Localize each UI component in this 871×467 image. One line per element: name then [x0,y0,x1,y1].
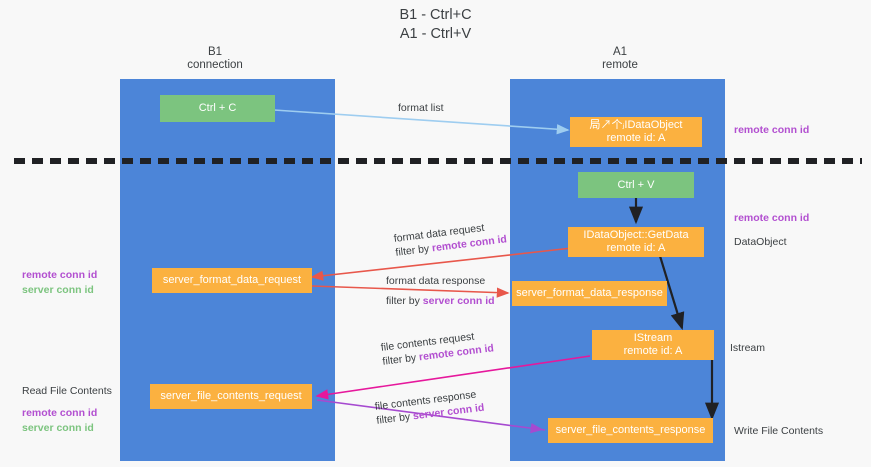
lane-header-a1: A1 remote [555,46,685,72]
side-label-left-bottom: Read File Contents remote conn id server… [22,384,112,436]
edge-label-format-list: format list [398,102,444,114]
left-mid-remote-conn-id: remote conn id [22,269,98,281]
left-bottom-server-conn-id: server conn id [22,422,94,434]
node-ctrl-c-label: Ctrl + C [198,102,237,114]
lane-header-b1-line2: connection [187,59,243,71]
node-ctrl-v-label: Ctrl + V [617,178,655,191]
node-ctrl-c[interactable]: Ctrl + C [160,95,275,122]
node-idataobject-remote-id: remote id: A [606,132,666,144]
side-label-right-top: remote conn id [734,123,809,138]
side-label-left-mid: remote conn id server conn id [22,268,97,298]
fmt-resp-key: server conn id [422,295,495,307]
node-server-format-data-request[interactable]: server_format_data_request [152,268,312,293]
edge-label-fmt-resp-line2: filter by server conn id [386,294,495,308]
page-title: B1 - Ctrl+C A1 - Ctrl+V [0,6,871,44]
node-server-file-contents-response[interactable]: server_file_contents_response [548,418,713,443]
node-server-file-contents-request[interactable]: server_file_contents_request [150,384,312,409]
edge-label-fmt-resp-line1: format data response [386,275,486,287]
lane-header-a1-line2: remote [602,59,638,71]
edge-label-format-data-request: format data request filter by remote con… [393,218,508,259]
right-write-file-contents: Write File Contents [734,425,824,437]
file-req-prefix: filter by [381,351,420,368]
left-read-file-contents: Read File Contents [22,385,112,397]
title-line-1: B1 - Ctrl+C [399,7,472,23]
edge-label-file-contents-request: file contents request filter by remote c… [380,327,495,368]
node-getdata-remote-id: remote id: A [606,242,666,254]
node-istream-remote-id: remote id: A [623,345,683,357]
side-label-right-mid: remote conn id DataObject [734,211,809,250]
node-idataobject-label: 局↗个ⱼIDataObject [589,119,683,131]
lane-header-b1-line1: B1 [207,46,223,58]
file-resp-prefix: filter by [375,410,414,427]
right-top-remote-conn-id: remote conn id [734,124,810,136]
node-istream-label: IStream [633,332,673,344]
node-idataobject[interactable]: 局↗个ⱼIDataObject remote id: A [570,117,702,147]
node-fmt-req-label: server_format_data_request [162,274,302,286]
edge-label-file-contents-response: file contents response filter by server … [374,387,485,428]
node-idataobject-getdata[interactable]: IDataObject::GetData remote id: A [568,227,704,257]
edge-label-format-data-response: format data response filter by server co… [386,274,495,308]
node-file-req-label: server_file_contents_request [160,390,302,402]
right-istream-label: Istream [730,342,766,354]
left-bottom-remote-conn-id: remote conn id [22,407,98,419]
node-server-format-data-response[interactable]: server_format_data_response [512,281,667,306]
fmt-req-prefix: filter by [394,242,433,259]
node-ctrl-v[interactable]: Ctrl + V [578,172,694,198]
node-file-resp-label: server_file_contents_response [555,424,706,436]
node-istream[interactable]: IStream remote id: A [592,330,714,360]
title-line-2: A1 - Ctrl+V [399,26,472,42]
lane-header-a1-line1: A1 [612,46,628,58]
right-dataobject-label: DataObject [734,236,787,248]
node-getdata-label: IDataObject::GetData [583,229,689,241]
left-mid-server-conn-id: server conn id [22,284,94,296]
right-mid-remote-conn-id: remote conn id [734,212,810,224]
fmt-resp-prefix: filter by [386,295,423,307]
node-fmt-resp-label: server_format_data_response [516,287,663,299]
lane-header-b1: B1 connection [150,46,280,72]
